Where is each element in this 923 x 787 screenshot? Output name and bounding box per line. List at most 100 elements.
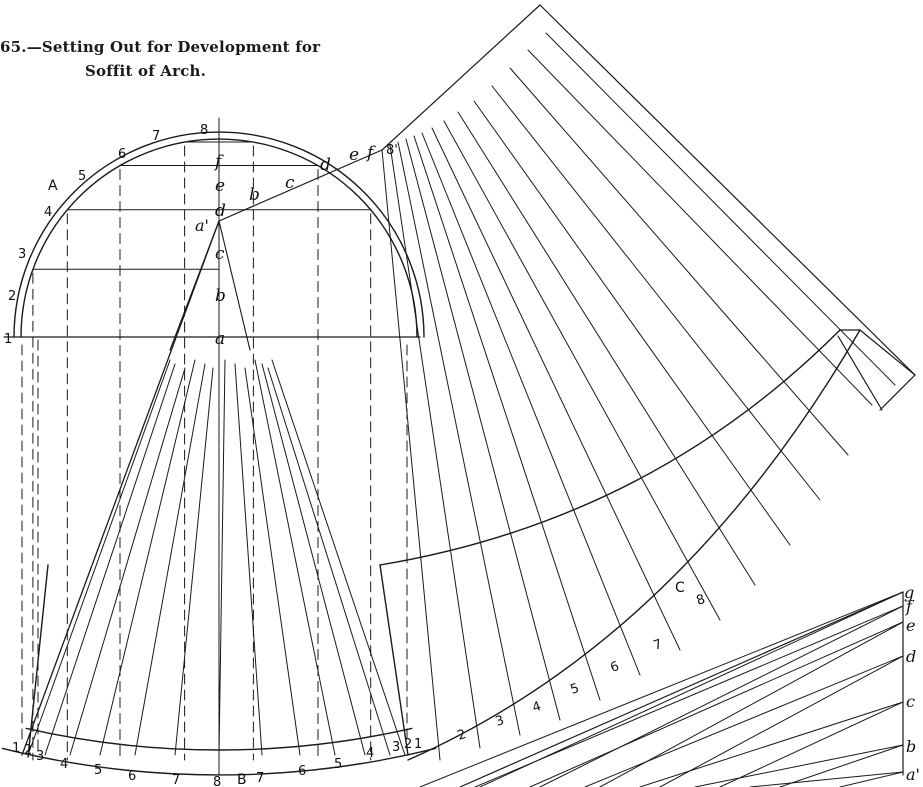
figure-caption-line-2: Soffit of Arch. <box>85 62 207 80</box>
development-ruling-11 <box>491 85 821 501</box>
bottom-right-number-1: 1 <box>414 737 422 752</box>
bottom-right-number-5: 5 <box>334 757 342 772</box>
scale-ray-b-6 <box>779 744 904 787</box>
scale-letter-e: e <box>906 616 915 635</box>
bottom-left-number-4: 4 <box>60 757 68 772</box>
fan-ruling-line-2 <box>44 363 176 756</box>
bottom-left-number-3: 3 <box>36 749 44 764</box>
scale-letter-c: c <box>906 692 915 711</box>
development-ruling-8 <box>443 120 721 621</box>
development-number-5: 5 <box>569 681 582 698</box>
development-number-6: 6 <box>609 659 622 676</box>
scale-ray-a-1 <box>419 591 904 787</box>
bottom-left-number-1: 1 <box>12 741 20 756</box>
label-A: A <box>48 178 58 194</box>
bottom-right-number-4: 4 <box>366 746 374 761</box>
development-number-4: 4 <box>531 699 544 716</box>
end-closing-line-3 <box>879 374 916 411</box>
axis-letter-a: a <box>215 329 225 349</box>
slant-letter-e: e <box>349 145 359 165</box>
development-number-2: 2 <box>456 727 469 744</box>
semicircle-number-2: 2 <box>8 289 16 304</box>
label-B: B <box>237 772 247 787</box>
bottom-left-number-8: 8 <box>213 775 221 787</box>
development-number-8: 8 <box>695 592 708 609</box>
plan-left-edge <box>21 220 220 756</box>
scale-letter-f: f <box>905 597 915 616</box>
bottom-right-number-2: 2 <box>404 737 412 752</box>
scale-ray-a-5 <box>639 701 904 787</box>
development-ruling-4 <box>405 138 561 721</box>
bottom-left-number-2: 2 <box>24 743 32 758</box>
semicircle-number-5: 5 <box>78 169 86 184</box>
development-ruling-1 <box>381 149 441 761</box>
fan-ruling-line-11 <box>261 363 366 756</box>
fan-ruling-line-13 <box>271 359 406 756</box>
semicircle-number-6: 6 <box>118 147 126 162</box>
fan-ruling-line-8 <box>234 363 263 756</box>
bottom-left-number-7: 7 <box>172 773 180 787</box>
scale-ray-b-1 <box>479 591 904 787</box>
scale-letter-g: g <box>904 583 914 602</box>
development-ruling-3 <box>397 141 521 736</box>
bottom-right-number-3: 3 <box>392 740 400 755</box>
axis-letter-e: e <box>215 176 225 196</box>
slant-springing-line <box>218 149 383 222</box>
outer-boundary-top <box>381 4 541 151</box>
development-ruling-14 <box>545 32 896 386</box>
development-ruling-5 <box>413 135 601 701</box>
semicircle-number-7: 7 <box>152 129 160 144</box>
axis-letter-f: f <box>213 152 224 172</box>
end-line-left <box>27 564 49 758</box>
end-line-right <box>379 564 409 756</box>
scale-ray-b-7 <box>839 771 904 787</box>
axis-letter-c: c <box>215 244 225 264</box>
slant-letter-b: b <box>249 185 260 205</box>
scale-ray-a-7 <box>749 771 904 787</box>
scale-ray-a-4 <box>584 655 904 787</box>
axis-letter-b: b <box>215 286 226 306</box>
development-ruling-12 <box>509 67 849 456</box>
scale-ray-a-2 <box>474 605 904 787</box>
development-ruling-10 <box>473 100 791 546</box>
fan-ruling-line-10 <box>254 359 336 756</box>
scale-letter-b: b <box>906 737 916 756</box>
scale-ray-b-2 <box>539 605 904 787</box>
fan-ruling-line-12 <box>267 367 391 756</box>
semicircle-number-1: 1 <box>4 332 12 347</box>
fan-ruling-line-9 <box>244 367 301 756</box>
development-outer-arc <box>1 747 437 776</box>
end-closing-line-4 <box>837 335 883 411</box>
slant-letter-f: f <box>365 143 376 163</box>
scale-letter-d: d <box>906 647 916 666</box>
development-ruling-2 <box>389 144 481 749</box>
label-8-prime: 8' <box>386 143 398 158</box>
bottom-right-number-6: 6 <box>298 764 306 779</box>
bottom-left-number-6: 6 <box>128 769 136 784</box>
label-C: C <box>675 580 685 596</box>
scale-ray-b-4 <box>659 655 904 787</box>
fan-ruling-line-5 <box>134 363 206 756</box>
slant-letter-c: c <box>285 173 295 193</box>
cone-right-edge-upper <box>218 220 251 351</box>
bottom-left-number-5: 5 <box>94 763 102 778</box>
end-closing-line-1 <box>859 329 916 376</box>
outer-boundary-right <box>539 4 916 376</box>
fan-ruling-line-7 <box>218 359 226 756</box>
figure-caption-line-1: 65.—Setting Out for Development for <box>0 38 321 56</box>
development-c-outer-curve <box>407 329 861 761</box>
development-ruling-9 <box>457 111 756 586</box>
scale-letter-a-prime: a' <box>906 765 920 784</box>
scale-outer-ray <box>459 591 904 787</box>
development-c-inner-curve <box>379 329 841 566</box>
development-ruling-7 <box>431 127 681 651</box>
fan-ruling-line-1 <box>27 359 171 756</box>
development-ruling-6 <box>421 132 641 676</box>
construction-lines <box>1 4 916 787</box>
fan-ruling-line-3 <box>69 367 186 756</box>
scale-ray-b-5 <box>719 701 904 787</box>
development-number-3: 3 <box>494 713 507 730</box>
